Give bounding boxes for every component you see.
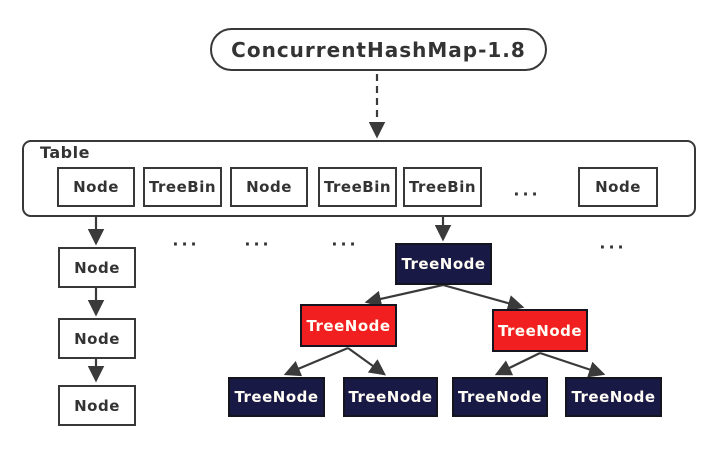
table-cell-treebin-4: TreeBin [403,167,482,207]
title-box: ConcurrentHashMap-1.8 [210,28,547,71]
table-cell-ellipsis: ... [513,180,541,200]
right-red-to-leaf4-arrow [539,351,606,378]
table-label: Table [40,143,90,162]
table-cell-node-2: Node [230,167,308,207]
treenode-leaf-1: TreeNode [343,377,438,417]
list-node-0: Node [58,247,136,288]
treenode-red-right: TreeNode [492,309,588,352]
root-to-left-red-arrow [364,283,444,307]
treenode-leaf-2: TreeNode [452,377,548,417]
treenode-leaf-0: TreeNode [228,377,325,417]
ellipsis-bucket-1: ... [244,230,272,250]
ellipsis-bucket-0: ... [172,230,200,250]
list-node-2: Node [58,385,136,426]
ellipsis-bucket-3: ... [599,233,627,253]
treenode-red-left: TreeNode [300,304,397,347]
ellipsis-bucket-2: ... [331,230,359,250]
treenode-root: TreeNode [395,243,492,285]
table-cell-treebin-3: TreeBin [318,167,397,207]
table-cell-node-6: Node [578,167,658,207]
left-red-to-leaf1-arrow [283,346,349,377]
table-cell-node-0: Node [57,167,135,207]
treenode-leaf-3: TreeNode [565,377,662,417]
left-red-to-leaf2-arrow [347,347,387,376]
root-to-right-red-arrow [442,283,525,312]
right-red-to-leaf3-arrow [494,352,541,376]
list-node-1: Node [58,318,136,359]
table-cell-treebin-1: TreeBin [143,167,222,207]
